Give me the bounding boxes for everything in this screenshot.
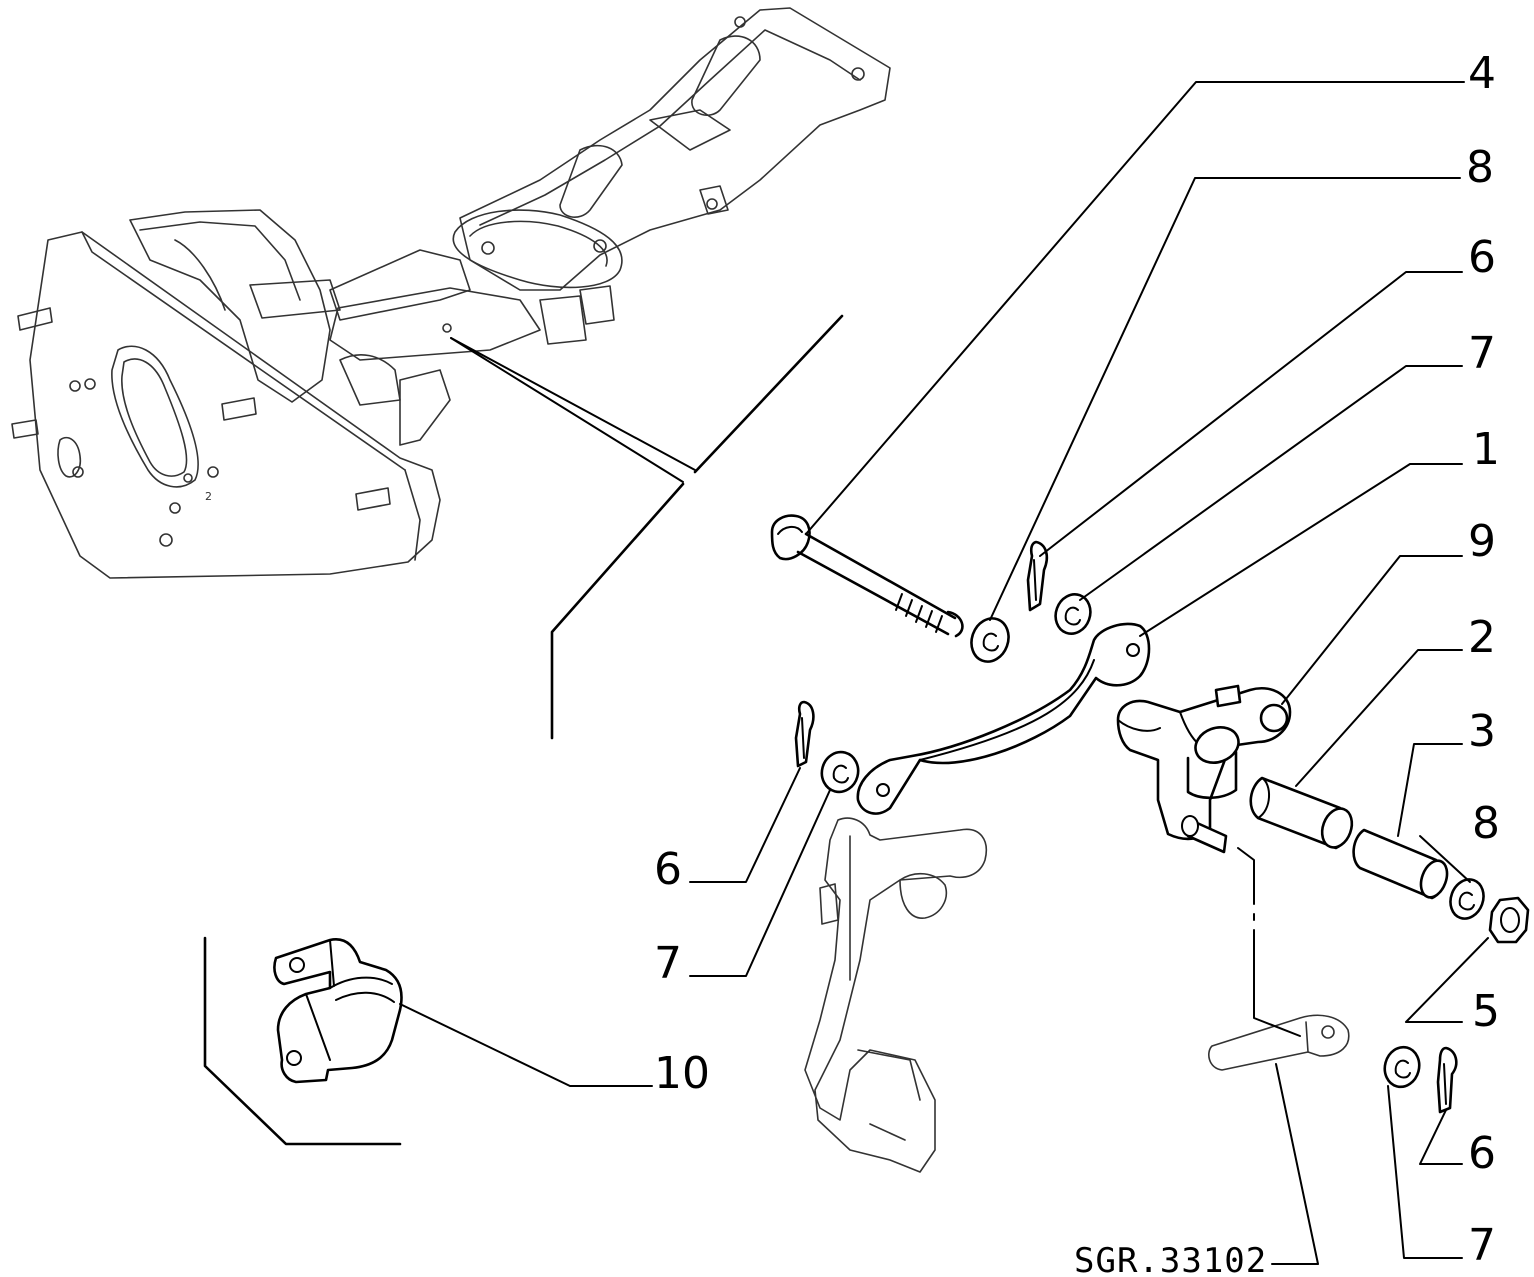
part-6-cotter-pin-lower [794, 700, 815, 768]
part-1-link-rod [856, 622, 1151, 815]
svg-text:2: 2 [205, 490, 212, 503]
part-4-bolt [770, 514, 964, 638]
leader-lines [399, 81, 1489, 1265]
stud-bolts [11, 307, 391, 547]
callout-6-left: 6 [654, 844, 682, 895]
callout-6-right: 6 [1468, 1128, 1496, 1179]
part-9-lever-assembly [1116, 684, 1292, 854]
callout-2: 2 [1468, 612, 1496, 663]
callout-8-lower: 8 [1472, 798, 1500, 849]
part-7-washer-lower [820, 750, 860, 794]
callout-6-upper: 6 [1468, 232, 1496, 283]
callout-5: 5 [1472, 986, 1500, 1037]
callout-9: 9 [1468, 516, 1496, 567]
callout-10: 10 [654, 1048, 710, 1099]
part-7-washer-upper [1054, 593, 1092, 635]
part-6-cotter-pin-right [1436, 1046, 1458, 1114]
callout-7-upper: 7 [1468, 328, 1496, 379]
drawing-reference-code: SGR.33102 [1074, 1241, 1267, 1277]
clutch-pedal [804, 817, 987, 1173]
part-8-washer-lower [1449, 878, 1485, 920]
vehicle-body-structure: 2 [11, 7, 891, 579]
part-8-washer-upper [970, 617, 1010, 663]
part-7-washer-right [1383, 1045, 1421, 1089]
callout-3: 3 [1468, 706, 1496, 757]
part-2-bushing [1249, 776, 1354, 850]
callout-1: 1 [1472, 424, 1500, 475]
pivot-pin [1208, 1014, 1350, 1071]
callout-7-left: 7 [654, 938, 682, 989]
callout-8-upper: 8 [1466, 142, 1494, 193]
callout-7-right: 7 [1468, 1220, 1496, 1271]
part-6-cotter-pin-upper [1026, 540, 1049, 612]
callout-labels: 4 8 6 7 1 9 2 3 8 5 6 7 6 7 10 [654, 48, 1500, 1271]
part-3-sleeve [1352, 828, 1449, 900]
part-10-bracket [273, 938, 403, 1084]
callout-4: 4 [1468, 48, 1496, 99]
part-5-nut [1488, 896, 1530, 944]
detail-break-lines [203, 314, 844, 1146]
